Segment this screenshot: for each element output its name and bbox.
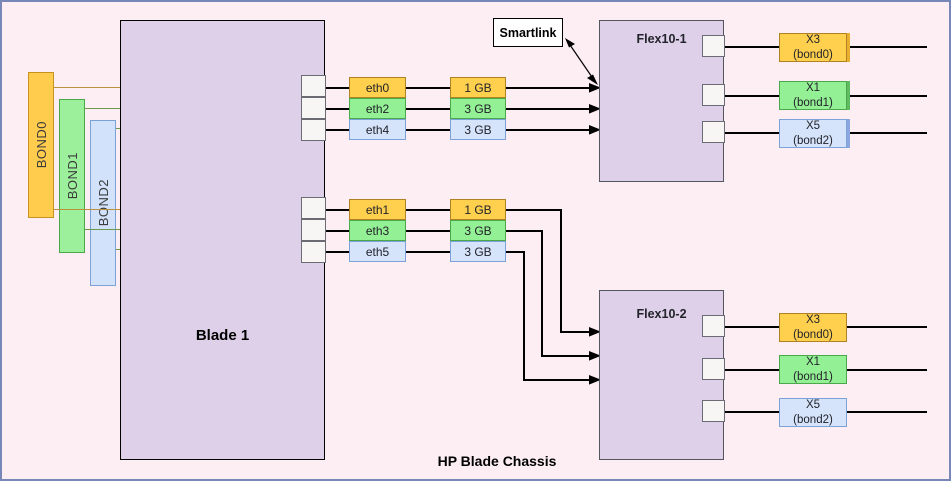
flex10-1-label: Flex10-1 bbox=[636, 32, 687, 46]
flex10-2-x1-link bbox=[725, 369, 779, 371]
uplink-port-label: X1 bbox=[805, 82, 821, 95]
flex10-1-uplink-x5[interactable]: X5 (bond2) bbox=[779, 119, 847, 148]
uplink-port-label: X5 bbox=[805, 399, 821, 412]
eth-box-eth3[interactable]: eth3 bbox=[349, 220, 406, 241]
eth3-to-flex10-2-seg1 bbox=[506, 230, 543, 232]
eth5-to-flex10-2-seg3 bbox=[523, 379, 595, 381]
blade-1-label: Blade 1 bbox=[195, 327, 250, 344]
eth5-to-flex10-2-seg1 bbox=[506, 251, 525, 253]
flex10-2-uplink-x3[interactable]: X3 (bond0) bbox=[779, 313, 847, 342]
edge-marker-blue bbox=[847, 119, 850, 148]
flex10-2-x5-link bbox=[725, 411, 779, 413]
flex10-1-port-x5[interactable] bbox=[702, 121, 725, 143]
blade-port-eth0[interactable] bbox=[301, 75, 326, 97]
flex10-1-x5-link bbox=[725, 132, 779, 134]
flex10-2-uplink-x5[interactable]: X5 (bond2) bbox=[779, 398, 847, 427]
bond-bar-bond0[interactable]: BOND0 bbox=[28, 72, 54, 218]
port-eth2-stub bbox=[326, 108, 349, 110]
port-eth3-stub bbox=[326, 230, 349, 232]
eth-box-eth5[interactable]: eth5 bbox=[349, 241, 406, 262]
edge-marker-orange bbox=[847, 33, 850, 62]
port-eth5-stub bbox=[326, 251, 349, 253]
blade-1-body[interactable] bbox=[120, 20, 325, 460]
bond-bar-bond2[interactable]: BOND2 bbox=[90, 120, 116, 286]
speed-box-eth4[interactable]: 3 GB bbox=[450, 119, 506, 140]
edge-marker-green bbox=[847, 81, 850, 110]
uplink-bond-label: (bond2) bbox=[793, 134, 833, 147]
uplink-port-label: X1 bbox=[805, 356, 821, 369]
eth-box-eth1[interactable]: eth1 bbox=[349, 199, 406, 220]
eth-box-eth2[interactable]: eth2 bbox=[349, 98, 406, 119]
speed-box-eth2[interactable]: 3 GB bbox=[450, 98, 506, 119]
blade-port-eth3[interactable] bbox=[301, 219, 326, 241]
eth3-to-flex10-2-seg2 bbox=[541, 230, 543, 356]
flex10-1-x1-link bbox=[725, 95, 779, 97]
flex10-1-x3-egress bbox=[847, 46, 927, 48]
flex10-1-x5-egress bbox=[847, 132, 927, 134]
uplink-port-label: X3 bbox=[805, 314, 821, 327]
uplink-bond-label: (bond0) bbox=[793, 48, 833, 61]
flex10-1-x3-link bbox=[725, 46, 779, 48]
eth-box-eth0[interactable]: eth0 bbox=[349, 77, 406, 98]
eth4-to-flex10-1-line bbox=[506, 129, 595, 131]
chassis-caption: HP Blade Chassis bbox=[437, 453, 557, 469]
eth1-to-flex10-2-seg2 bbox=[560, 209, 562, 332]
uplink-bond-label: (bond1) bbox=[793, 370, 833, 383]
flex10-2-x5-egress bbox=[847, 411, 927, 413]
eth5-to-flex10-2-seg2 bbox=[523, 251, 525, 380]
speed-box-eth5[interactable]: 3 GB bbox=[450, 241, 506, 262]
eth1-speed-stub bbox=[406, 209, 450, 211]
uplink-bond-label: (bond1) bbox=[793, 96, 833, 109]
flex10-1-port-x1[interactable] bbox=[702, 84, 725, 106]
eth3-to-flex10-2-seg3 bbox=[541, 355, 595, 357]
uplink-port-label: X5 bbox=[805, 120, 821, 133]
eth4-speed-stub bbox=[406, 129, 450, 131]
eth0-to-flex10-1-line bbox=[506, 87, 595, 89]
flex10-2-port-x5[interactable] bbox=[702, 400, 725, 422]
blade-port-eth2[interactable] bbox=[301, 97, 326, 119]
speed-box-eth1[interactable]: 1 GB bbox=[450, 199, 506, 220]
port-eth1-stub bbox=[326, 209, 349, 211]
flex10-2-port-x1[interactable] bbox=[702, 358, 725, 380]
blade-port-eth4[interactable] bbox=[301, 119, 326, 141]
eth2-speed-stub bbox=[406, 108, 450, 110]
flex10-1-port-x3[interactable] bbox=[702, 35, 725, 57]
eth1-to-flex10-2-seg3 bbox=[560, 331, 595, 333]
flex10-2-x3-link bbox=[725, 326, 779, 328]
flex10-2-x3-egress bbox=[847, 326, 927, 328]
blade-port-eth5[interactable] bbox=[301, 241, 326, 263]
flex10-1-uplink-x3[interactable]: X3 (bond0) bbox=[779, 33, 847, 62]
flex10-2-uplink-x1[interactable]: X1 (bond1) bbox=[779, 355, 847, 384]
eth0-speed-stub bbox=[406, 87, 450, 89]
eth3-speed-stub bbox=[406, 230, 450, 232]
port-eth0-stub bbox=[326, 87, 349, 89]
eth5-speed-stub bbox=[406, 251, 450, 253]
eth1-to-flex10-2-seg1 bbox=[506, 209, 562, 211]
port-eth4-stub bbox=[326, 129, 349, 131]
speed-box-eth0[interactable]: 1 GB bbox=[450, 77, 506, 98]
bond-bar-bond1[interactable]: BOND1 bbox=[59, 99, 85, 253]
smartlink-callout[interactable]: Smartlink bbox=[493, 18, 563, 47]
flex10-2-label: Flex10-2 bbox=[636, 307, 687, 321]
flex10-1-uplink-x1[interactable]: X1 (bond1) bbox=[779, 81, 847, 110]
flex10-2-port-x3[interactable] bbox=[702, 315, 725, 337]
blade-port-eth1[interactable] bbox=[301, 197, 326, 219]
flex10-1-x1-egress bbox=[847, 95, 927, 97]
flex10-2-x1-egress bbox=[847, 369, 927, 371]
eth-box-eth4[interactable]: eth4 bbox=[349, 119, 406, 140]
uplink-bond-label: (bond0) bbox=[793, 328, 833, 341]
eth2-to-flex10-1-line bbox=[506, 108, 595, 110]
uplink-port-label: X3 bbox=[805, 34, 821, 47]
speed-box-eth3[interactable]: 3 GB bbox=[450, 220, 506, 241]
uplink-bond-label: (bond2) bbox=[793, 413, 833, 426]
